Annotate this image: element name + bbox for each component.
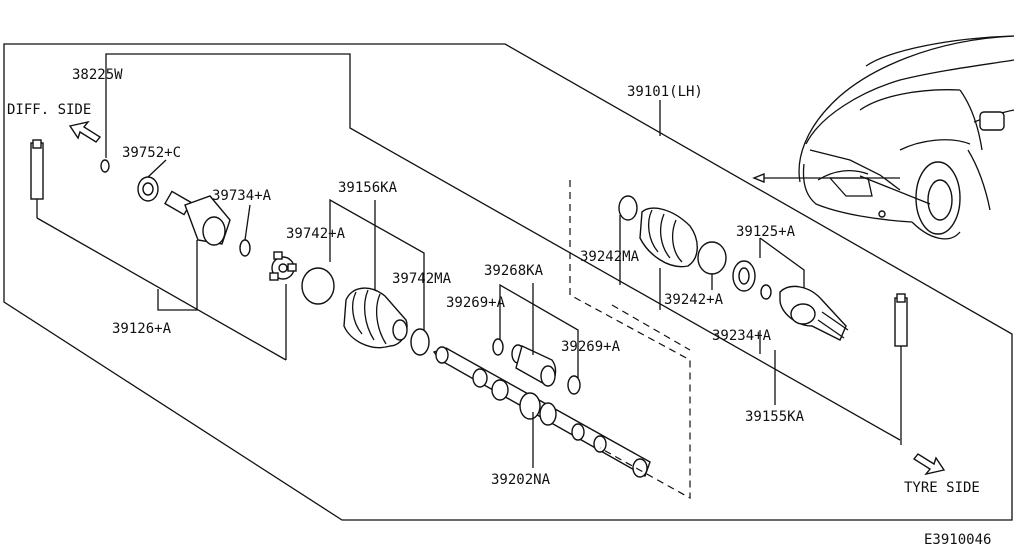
part-label-38225w: 38225W	[72, 67, 123, 83]
inner-joint-housing-icon	[164, 190, 231, 246]
part-label-39101lh: 39101(LH)	[627, 84, 703, 100]
part-label-39202na: 39202NA	[491, 472, 551, 488]
leader-39269a	[499, 283, 579, 378]
part-label-39156ka: 39156KA	[338, 180, 398, 196]
diff-side-label: DIFF. SIDE	[7, 102, 91, 118]
part-label-39234a: 39234+A	[712, 328, 772, 344]
part-label-39242a: 39242+A	[664, 292, 724, 308]
band-39742a-icon	[301, 267, 335, 305]
left-pin-icon	[30, 139, 44, 218]
leader-39742a	[329, 198, 425, 330]
part-label-39734a: 39734+A	[212, 188, 272, 204]
assembly-frame	[3, 43, 1013, 521]
part-label-39155ka: 39155KA	[745, 409, 805, 425]
part-label-39126a: 39126+A	[112, 321, 172, 337]
tyre-side-label: TYRE SIDE	[904, 480, 980, 496]
leader-39752c	[147, 159, 167, 178]
cage-39125a-icon	[732, 260, 772, 300]
seal-39752c-icon	[137, 176, 159, 202]
outer-joint-icon	[779, 285, 849, 341]
part-label-39752c: 39752+C	[122, 145, 181, 161]
right-pin-icon	[894, 293, 908, 445]
tripod-icon	[269, 251, 297, 281]
part-label-39742ma: 39742MA	[392, 271, 452, 287]
figure-code: E3910046	[924, 532, 991, 548]
damper-39268ka-icon	[492, 338, 581, 395]
leader-left-bottom	[36, 217, 287, 361]
part-label-39742a: 39742+A	[286, 226, 346, 242]
clip-38225w-icon	[100, 159, 110, 173]
dashed-frame-inner	[611, 304, 691, 351]
diff-side-arrow-icon	[68, 120, 102, 143]
leader-39734a	[244, 204, 251, 241]
band-39742ma-icon	[410, 328, 430, 356]
part-label-39269a-left: 39269+A	[446, 295, 506, 311]
part-label-39269a-right: 39269+A	[561, 339, 621, 355]
drive-shaft-icon	[432, 346, 651, 478]
boot-outer-icon	[639, 207, 698, 268]
part-labels: 38225W 39752+C 39734+A 39742+A 39156KA 3…	[7, 67, 991, 548]
leader-38225w	[105, 53, 901, 441]
band-39242ma-icon	[618, 195, 638, 221]
part-label-39268ka: 39268KA	[484, 263, 544, 279]
band-39242a-icon	[697, 241, 727, 275]
tyre-side-arrow-icon	[912, 453, 946, 476]
part-label-39242ma: 39242MA	[580, 249, 640, 265]
ring-39734a-icon	[239, 239, 251, 257]
dashed-frame-right	[569, 180, 691, 500]
boot-39156ka-icon	[343, 287, 408, 349]
leader-39126a	[157, 240, 198, 311]
part-label-39125a: 39125+A	[736, 224, 796, 240]
vehicle-icon	[752, 35, 1015, 240]
